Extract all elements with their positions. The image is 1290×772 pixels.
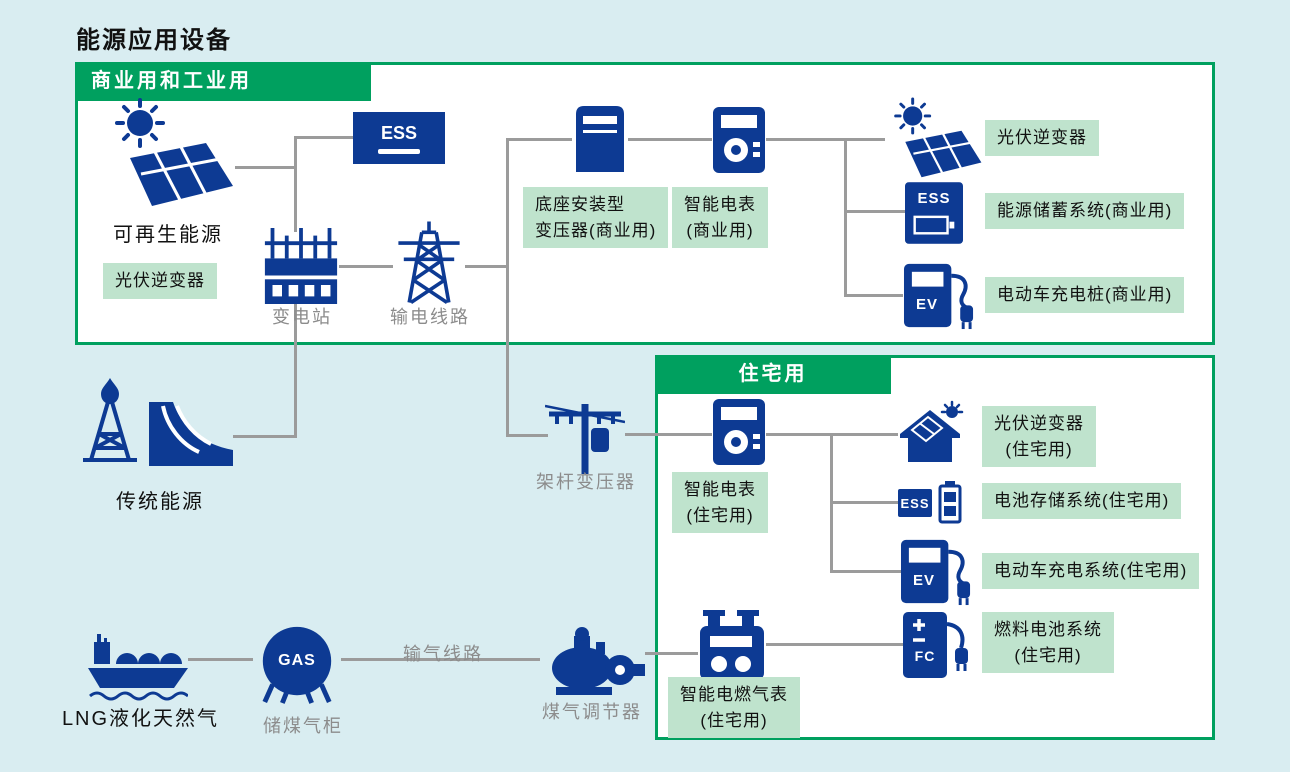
lng-ship-icon xyxy=(88,616,188,702)
gas-regulator-label: 煤气调节器 xyxy=(542,702,642,722)
connector-line xyxy=(625,433,712,436)
lng-label: LNG液化天然气 xyxy=(61,708,220,730)
pole-transformer-label: 架杆变压器 xyxy=(536,472,636,492)
renewable-energy-label: 可再生能源 xyxy=(113,224,223,246)
ess-box-bar xyxy=(378,148,420,154)
house-solar-icon xyxy=(898,400,968,464)
transmission-tower-icon xyxy=(393,220,465,304)
traditional-energy-label: 传统能源 xyxy=(116,491,204,513)
ev-charging-pile-commercial-tag: 电动车充电桩(商业用) xyxy=(985,277,1185,313)
residential-section-header: 住宅用 xyxy=(655,355,891,394)
substation-label: 变电站 xyxy=(272,307,332,327)
transmission-label: 输电线路 xyxy=(390,307,470,327)
ess-box: ESS xyxy=(353,112,445,164)
battery-storage-residential-tag: 电池存储系统(住宅用) xyxy=(982,483,1182,519)
connector-line xyxy=(233,435,294,438)
smart-meter-commercial-tag: 智能电表 (商业用) xyxy=(672,187,768,248)
ev-charging-residential-tag: 电动车充电系统(住宅用) xyxy=(982,553,1200,589)
battery-storage-icon-text: ESS xyxy=(900,496,930,511)
fuel-cell-residential-tag: 燃料电池系统 (住宅用) xyxy=(982,612,1114,673)
connector-line xyxy=(235,166,296,169)
connector-line xyxy=(295,136,353,139)
ess-box-label: ESS xyxy=(380,122,418,143)
page-title: 能源应用设备 xyxy=(76,27,232,54)
pad-transformer-icon xyxy=(572,104,628,174)
connector-line xyxy=(831,501,898,504)
gas-pipeline-label: 输气线路 xyxy=(403,644,483,664)
smart-meter-commercial-icon xyxy=(712,106,766,174)
connector-line xyxy=(339,265,393,268)
connector-line xyxy=(628,138,712,141)
connector-line xyxy=(645,652,698,655)
pv-inverter-residential-tag: 光伏逆变器 (住宅用) xyxy=(982,406,1096,467)
gas-tank-label: 储煤气柜 xyxy=(263,716,343,736)
connector-line xyxy=(506,138,509,437)
oil-derrick-hydro-dam-icon xyxy=(83,378,233,470)
solar-panel-icon xyxy=(883,96,983,181)
pad-transformer-tag: 底座安装型 变压器(商业用) xyxy=(523,187,669,248)
ev-charger-residential-icon-text: EV xyxy=(912,572,935,589)
smart-meter-residential-tag: 智能电表 (住宅用) xyxy=(672,472,768,533)
connector-line xyxy=(831,570,901,573)
connector-line xyxy=(294,304,297,438)
pv-inverter-commercial-tag: 光伏逆变器 xyxy=(985,120,1099,156)
renewable-energy-icon xyxy=(100,96,235,211)
connector-line xyxy=(844,138,847,297)
connector-line xyxy=(766,138,885,141)
connector-line xyxy=(766,643,903,646)
smart-meter-residential-icon xyxy=(712,398,766,466)
connector-line xyxy=(188,658,253,661)
connector-line xyxy=(845,210,905,213)
connector-line xyxy=(506,434,548,437)
gas-tank-icon-text: GAS xyxy=(278,652,316,669)
pv-inverter-tag: 光伏逆变器 xyxy=(103,263,217,299)
fuel-cell-icon xyxy=(903,610,973,680)
fuel-cell-icon-text: FC xyxy=(914,648,936,664)
ev-charger-residential-icon xyxy=(900,534,974,608)
energy-storage-commercial-tag: 能源储蓄系统(商业用) xyxy=(985,193,1185,229)
gas-meter-icon xyxy=(698,610,766,682)
connector-line xyxy=(845,294,903,297)
substation-icon xyxy=(263,228,339,304)
ess-storage-icon-text: ESS xyxy=(917,190,951,207)
connector-line xyxy=(465,265,508,268)
ev-charger-commercial-icon-text: EV xyxy=(915,296,938,313)
connector-line xyxy=(294,136,297,232)
ev-charger-commercial-icon xyxy=(903,258,977,332)
commercial-section-header: 商业用和工业用 xyxy=(75,62,371,101)
pole-transformer-icon xyxy=(545,400,625,474)
connector-line xyxy=(341,658,540,661)
gas-regulator-icon xyxy=(540,626,645,696)
gas-meter-residential-tag: 智能电燃气表 (住宅用) xyxy=(668,677,800,738)
connector-line xyxy=(506,138,572,141)
